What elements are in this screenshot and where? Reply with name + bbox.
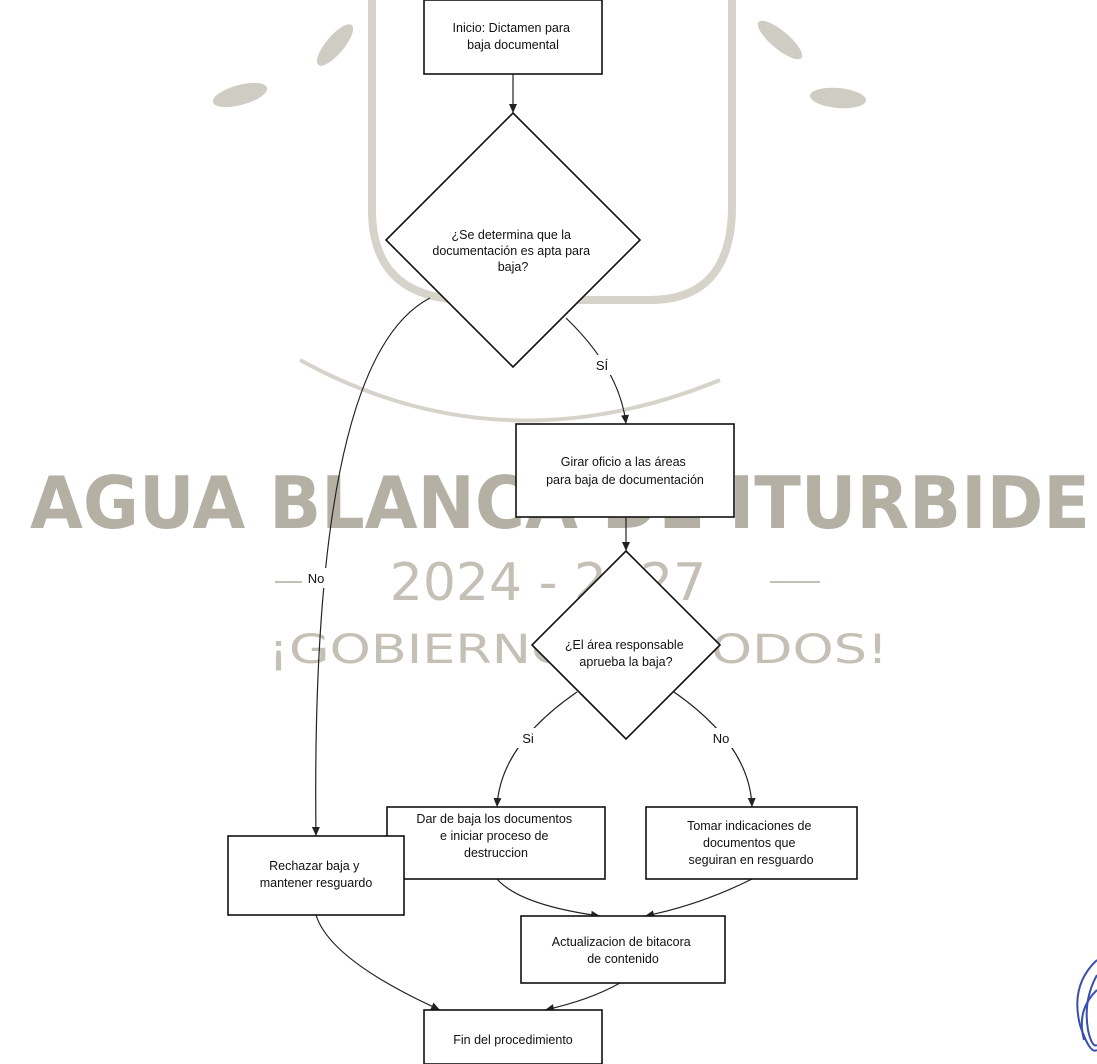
node-tomar-indicaciones: Tomar indicaciones de documentos que seg… xyxy=(645,806,858,880)
node-fin-text: Fin del procedimiento xyxy=(453,1033,573,1047)
edge-label-no-area: No xyxy=(713,731,730,746)
node-dar-baja-text: Dar de baja los documentos e iniciar pro… xyxy=(416,812,575,860)
watermark-arc xyxy=(299,358,721,423)
edge-decision-area-no xyxy=(673,691,756,808)
node-decision-apta-text: ¿Se determina que la documentación es ap… xyxy=(432,228,593,274)
node-rechazar-text: Rechazar baja y mantener resguardo xyxy=(260,859,373,890)
node-actualizacion: Actualizacion de bitacora de contenido xyxy=(520,915,726,984)
edge-rechazar-to-fin xyxy=(315,914,441,1011)
node-fin: Fin del procedimiento xyxy=(423,1009,603,1064)
watermark: AGUA BLANCA DE ITURBIDE 2024 - 2027 ¡GOB… xyxy=(30,0,1090,673)
edge-actualizacion-to-fin xyxy=(544,982,621,1012)
node-start: Inicio: Dictamen para baja documental xyxy=(423,0,603,75)
edge-label-si-area: Si xyxy=(522,731,534,746)
watermark-leaf-right2-icon xyxy=(810,87,866,109)
node-decision-area-text: ¿El área responsable aprueba la baja? xyxy=(565,638,687,669)
node-actualizacion-text: Actualizacion de bitacora de contenido xyxy=(552,935,694,966)
watermark-leaf-right-icon xyxy=(757,20,803,60)
signature-mark xyxy=(1076,959,1097,1052)
watermark-leaf-left2-icon xyxy=(316,24,354,66)
node-decision-area: ¿El área responsable aprueba la baja? xyxy=(530,549,722,741)
node-girar-oficio: Girar oficio a las áreas para baja de do… xyxy=(515,423,735,518)
node-dar-baja: Dar de baja los documentos e iniciar pro… xyxy=(386,806,606,880)
node-rechazar: Rechazar baja y mantener resguardo xyxy=(227,835,405,916)
edge-tomar-to-actualizacion xyxy=(644,878,753,919)
watermark-leaf-left-icon xyxy=(212,82,268,108)
edge-decision-area-si xyxy=(493,691,578,808)
edge-dar-baja-to-actualizacion xyxy=(496,878,601,919)
node-tomar-indicaciones-text: Tomar indicaciones de documentos que seg… xyxy=(687,819,815,867)
edge-labels: SÍ No Si No xyxy=(302,355,735,748)
node-decision-apta: ¿Se determina que la documentación es ap… xyxy=(384,111,642,369)
edge-label-no-apta: No xyxy=(308,571,325,586)
node-start-text: Inicio: Dictamen para baja documental xyxy=(453,21,574,52)
node-girar-oficio-text: Girar oficio a las áreas para baja de do… xyxy=(546,455,704,487)
edge-decision-apta-no xyxy=(311,297,431,837)
edge-label-si-apta: SÍ xyxy=(596,358,609,373)
